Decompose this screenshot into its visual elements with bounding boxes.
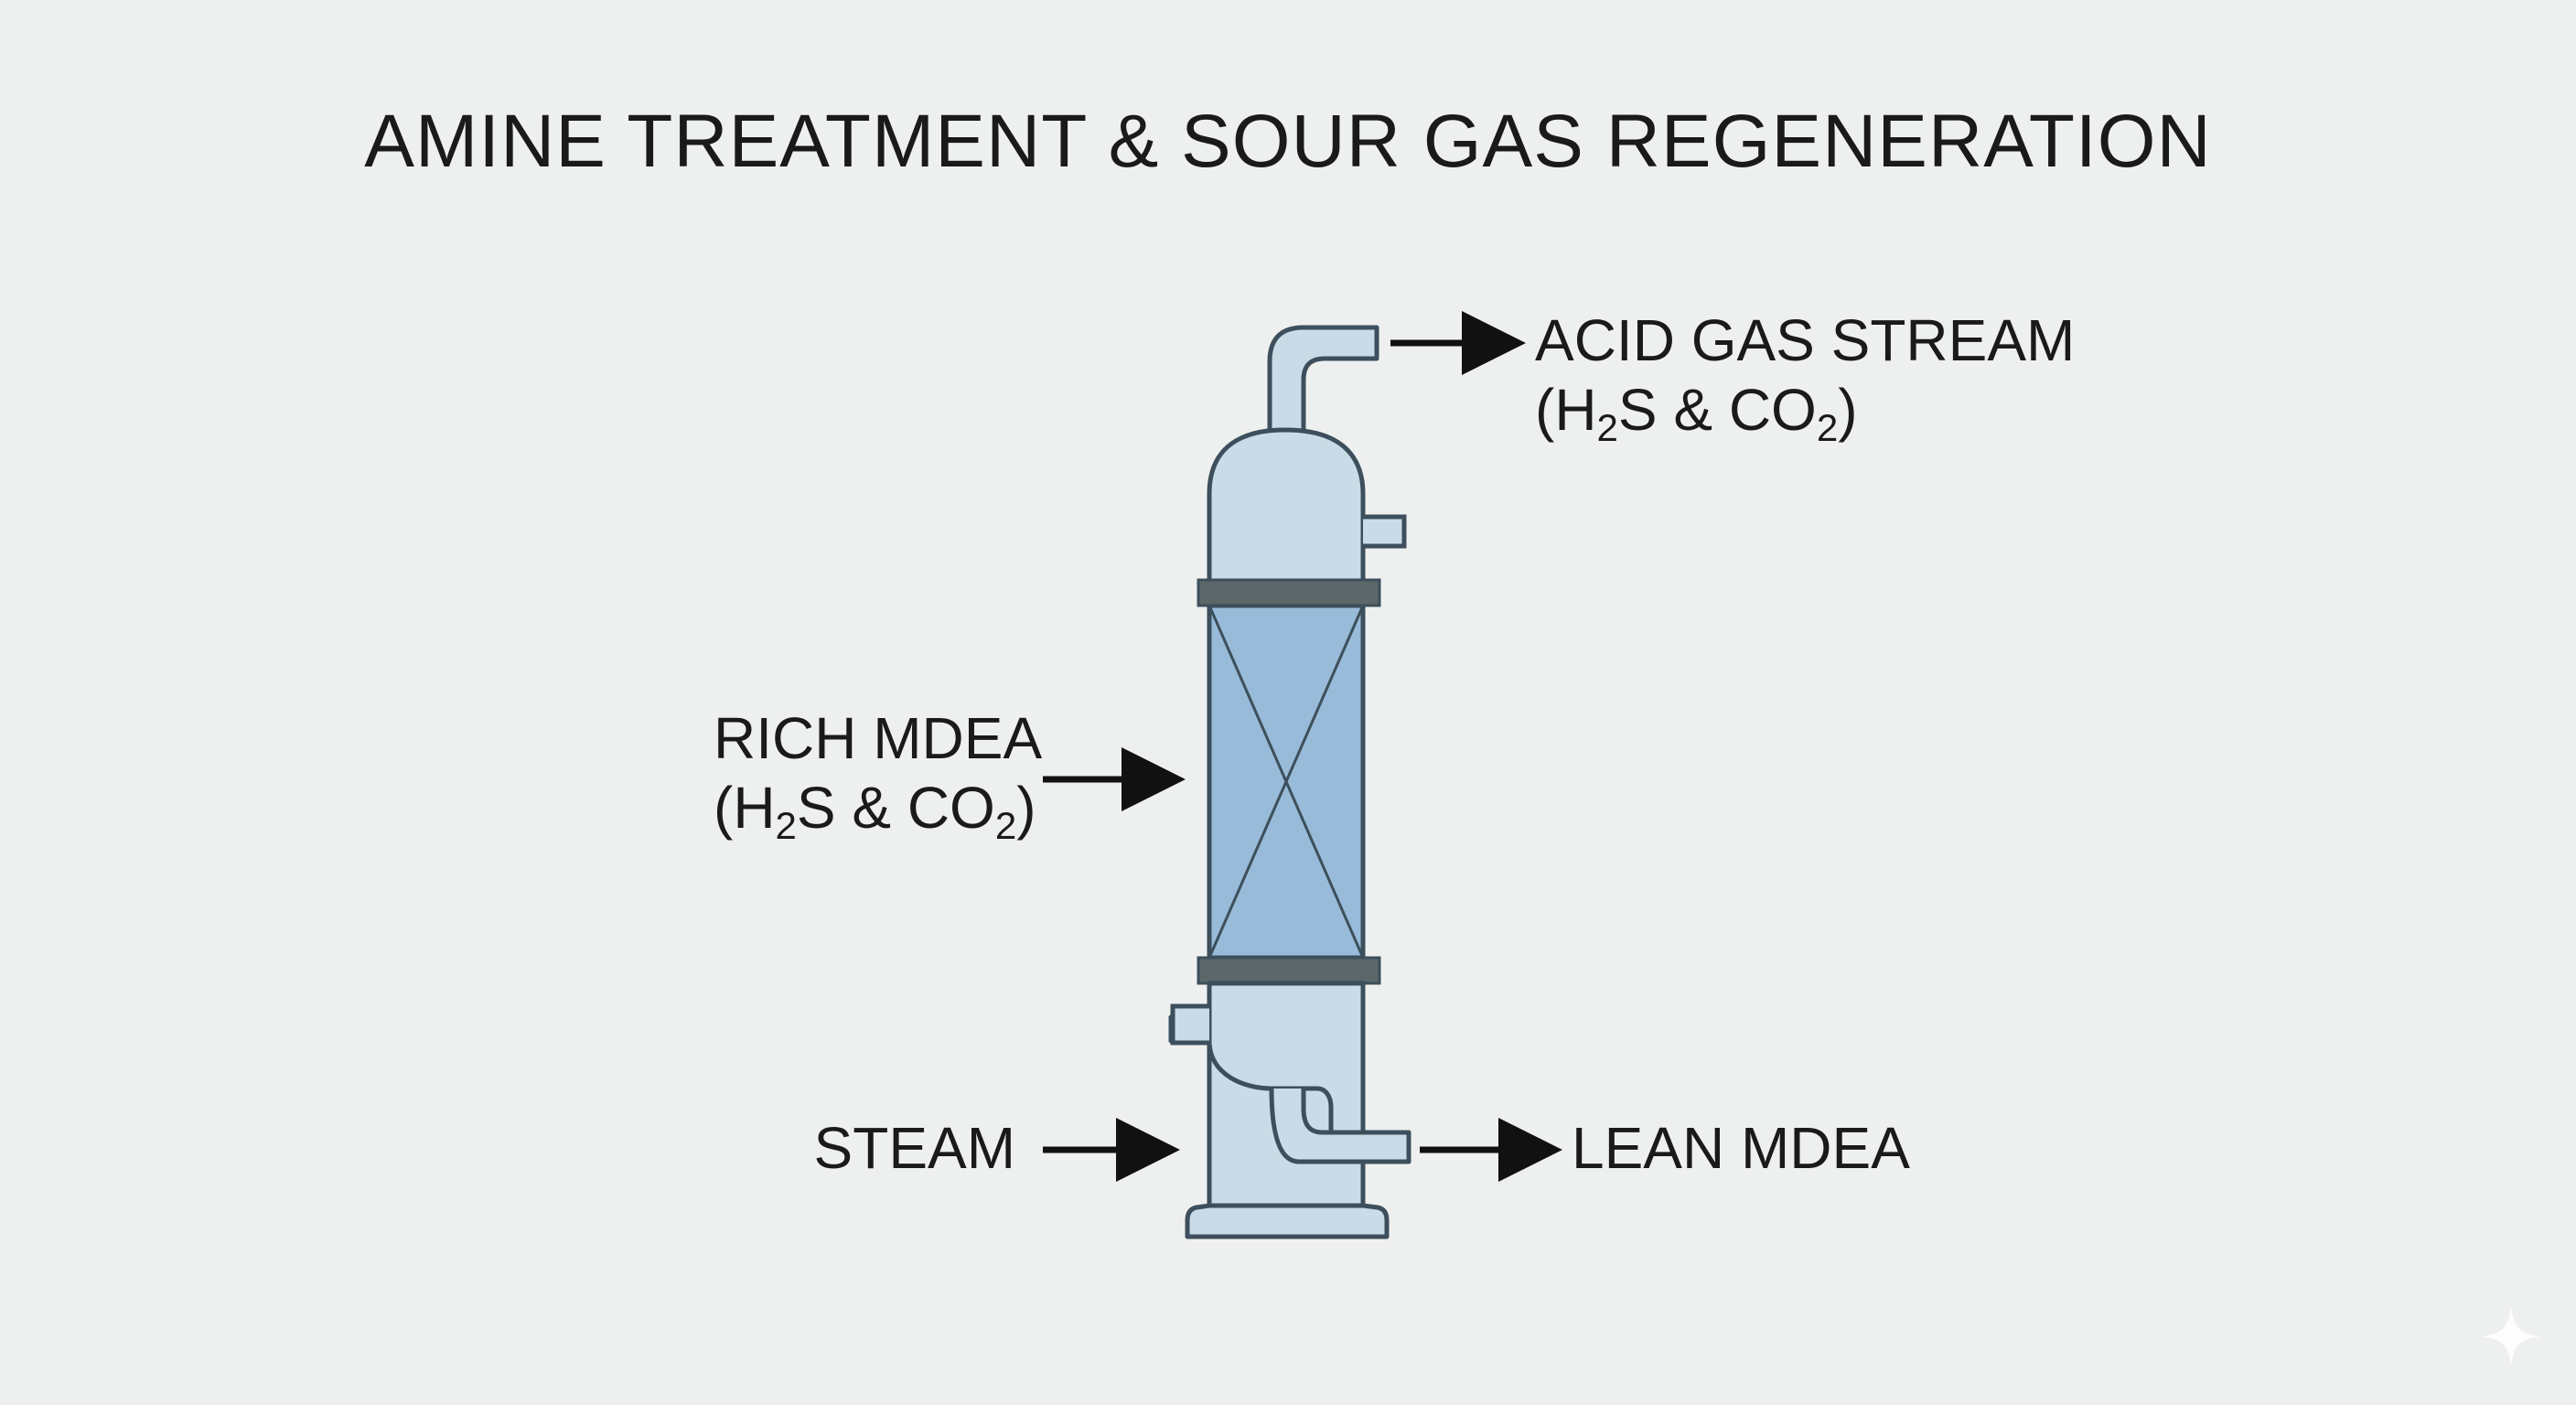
diagram-title: AMINE TREATMENT & SOUR GAS REGENERATION [364, 100, 2212, 183]
steam-label: STEAM [813, 1115, 1015, 1181]
acid-gas-label: ACID GAS STREAM (H2S & CO2) [1535, 306, 2075, 450]
column-top-dome [1207, 427, 1366, 588]
rich-mdea-label-line1: RICH MDEA [714, 705, 1043, 771]
lean-mdea-outlet-pipe [1269, 1088, 1411, 1164]
rich-mdea-label: RICH MDEA (H2S & CO2) [714, 704, 1043, 848]
upper-flange [1197, 578, 1381, 607]
lean-mdea-label: LEAN MDEA [1572, 1115, 1910, 1181]
acid-gas-label-line2: (H2S & CO2) [1535, 376, 1858, 449]
lower-flange [1197, 956, 1381, 985]
acid-gas-label-line1: ACID GAS STREAM [1535, 307, 2076, 373]
column-base [1185, 1203, 1390, 1239]
chimney-tray [1168, 1014, 1363, 1137]
sparkle-icon [2481, 1306, 2541, 1367]
steam-inlet-nozzle [1170, 1003, 1209, 1046]
packing-cross-line-b [1208, 605, 1365, 959]
acid-gas-outlet-pipe [1267, 325, 1379, 437]
reflux-nozzle [1363, 514, 1407, 549]
rich-mdea-label-line2: (H2S & CO2) [714, 774, 1036, 847]
